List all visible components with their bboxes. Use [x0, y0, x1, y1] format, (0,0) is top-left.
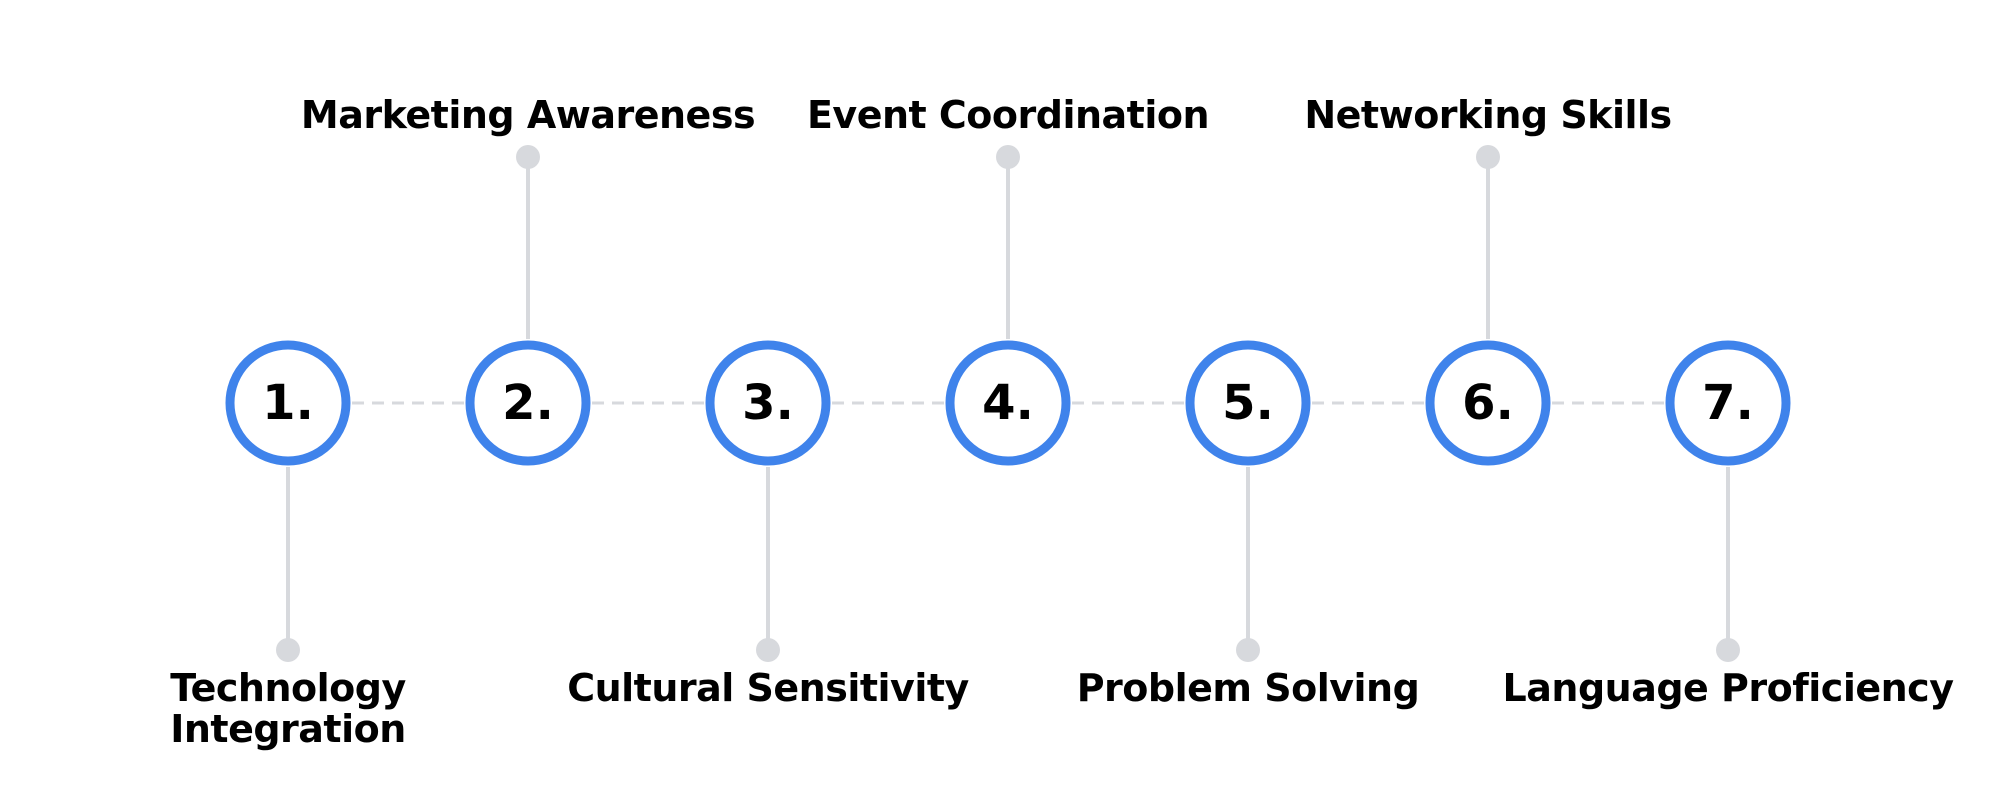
stem-dot: [276, 638, 300, 662]
step-number: 2.: [502, 375, 554, 431]
step-number: 7.: [1702, 375, 1754, 431]
stem-dot: [756, 638, 780, 662]
step-label: Marketing Awareness: [300, 93, 756, 137]
step-circle: [705, 340, 831, 466]
step-number: 4.: [982, 375, 1034, 431]
step-label: Technology Integration: [170, 666, 406, 751]
step-label: Problem Solving: [1076, 666, 1420, 710]
step-number: 6.: [1462, 375, 1514, 431]
step-circle: [465, 340, 591, 466]
stem-dot: [1716, 638, 1740, 662]
step-label: Event Coordination: [806, 93, 1210, 137]
stem-dot: [1236, 638, 1260, 662]
step-number: 5.: [1222, 375, 1274, 431]
step-label: Cultural Sensitivity: [567, 666, 969, 710]
step-circle: [1185, 340, 1311, 466]
step-circle: [225, 340, 351, 466]
step-circle: [1665, 340, 1791, 466]
step-number: 3.: [742, 375, 794, 431]
step-circle: [1425, 340, 1551, 466]
stem-dot: [996, 145, 1020, 169]
stem-dot: [516, 145, 540, 169]
step-label: Language Proficiency: [1502, 666, 1954, 710]
step-number: 1.: [262, 375, 314, 431]
step-circle: [945, 340, 1071, 466]
step-label: Networking Skills: [1304, 93, 1672, 137]
stem-dot: [1476, 145, 1500, 169]
